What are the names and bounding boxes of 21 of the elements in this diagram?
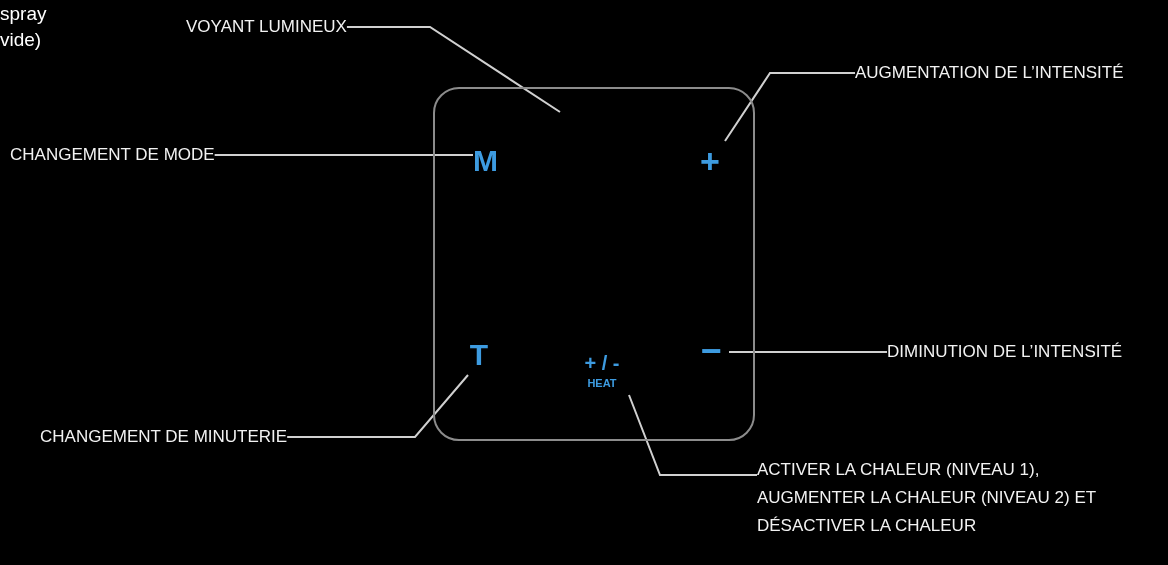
leader-line xyxy=(628,394,758,476)
note-text: spray xyxy=(0,2,47,26)
callout-text: CHANGEMENT DE MINUTERIE xyxy=(40,424,288,449)
timer-key: T xyxy=(468,335,490,375)
minus-key: − xyxy=(693,331,729,371)
control-panel xyxy=(433,87,755,441)
leader-line xyxy=(728,351,888,353)
key-symbol: + / - xyxy=(584,351,620,375)
callout-text: ACTIVER LA CHALEUR (NIVEAU 1), AUGMENTER LA CHALEUR (NIVEAU 2) ET DÉSACTIVER LA CHALEUR xyxy=(757,456,1147,540)
callout-text: DIMINUTION DE L’INTENSITÉ xyxy=(887,339,1123,364)
callout-text: AUGMENTATION DE L’INTENSITÉ xyxy=(855,60,1124,85)
callout-text: VOYANT LUMINEUX xyxy=(186,14,347,39)
callout-text: CHANGEMENT DE MODE xyxy=(10,142,215,167)
key-caption: HEAT xyxy=(587,376,617,391)
leader-line xyxy=(345,26,561,113)
mode-key: M xyxy=(473,141,497,181)
leader-line xyxy=(286,374,469,438)
note-text: vide) xyxy=(0,28,42,52)
plus-key: + xyxy=(695,141,725,181)
leader-line xyxy=(724,72,856,142)
leader-line xyxy=(213,154,474,156)
